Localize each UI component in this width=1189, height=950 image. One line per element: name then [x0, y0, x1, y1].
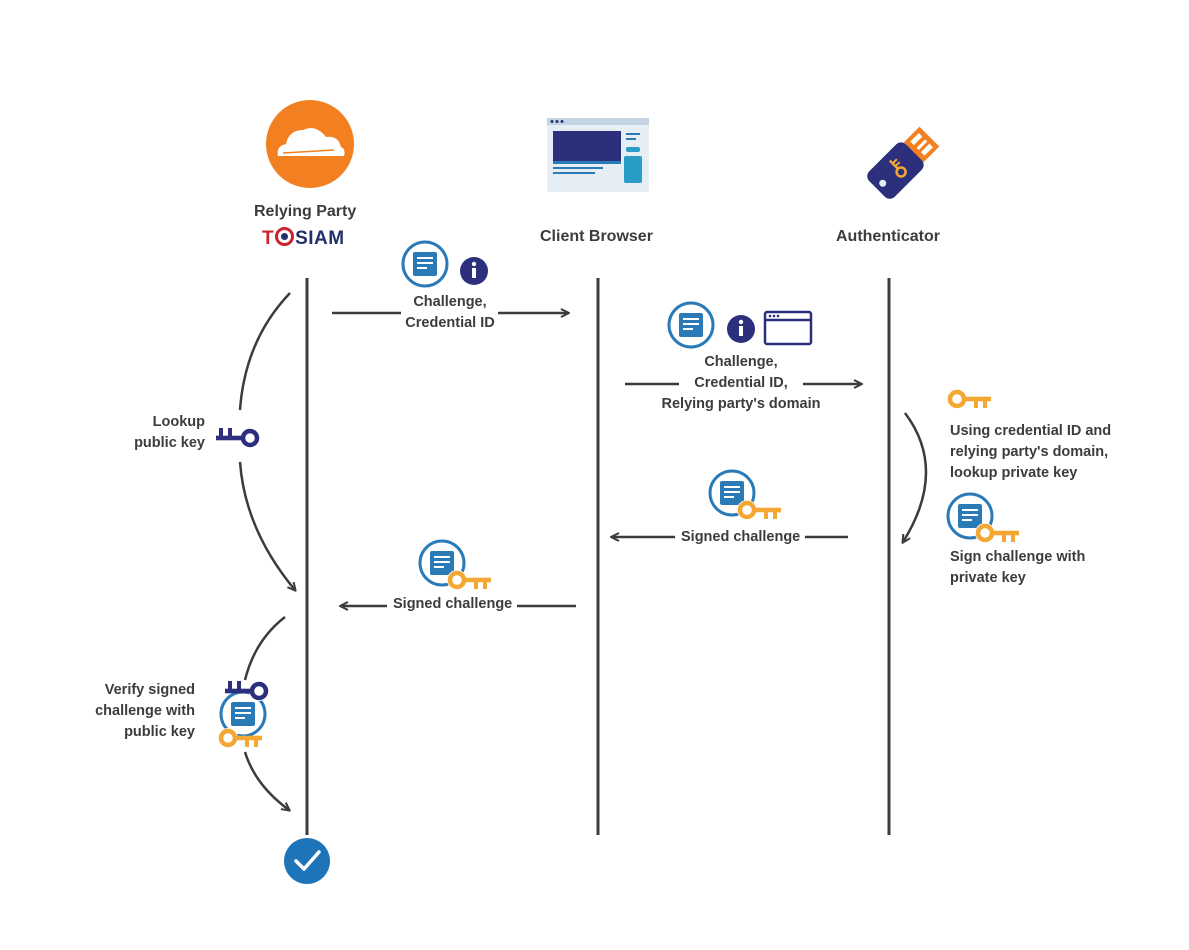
- participant-relying-party: Relying Party: [254, 203, 357, 220]
- step-challenge-line1: Challenge,: [413, 294, 487, 310]
- participant-authenticator: Authenticator: [836, 228, 940, 245]
- checkmark-icon: [284, 838, 330, 884]
- step-domain-line3: Relying party's domain: [661, 396, 821, 412]
- rp-verify-label: Verify signed challenge with public key: [80, 680, 195, 743]
- key-icon-signed-browser: [447, 570, 491, 590]
- step-challenge-line2: Credential ID: [405, 315, 495, 331]
- private-key-icon-verify: [218, 728, 262, 748]
- signed-challenge-browser-label: Signed challenge: [393, 596, 513, 612]
- info-icon-step1: [460, 257, 488, 285]
- step-domain-line2: Credential ID,: [694, 375, 788, 391]
- key-icon-sign: [975, 523, 1019, 543]
- doc-icon-step1: [401, 240, 449, 288]
- auth-sign-label: Sign challenge with private key: [950, 547, 1085, 589]
- rp-verify-line3: public key: [124, 724, 195, 740]
- arrow-rp-verify-bottom: [243, 751, 291, 812]
- doc-icon-step2: [667, 301, 715, 349]
- cloud-logo: [266, 100, 354, 188]
- private-key-icon: [950, 392, 991, 408]
- arrow-authenticator-self: [901, 412, 928, 544]
- auth-sign-line2: private key: [950, 570, 1026, 586]
- step-challenge-label: Challenge, Credential ID: [400, 292, 500, 334]
- security-key-icon: [867, 126, 940, 199]
- auth-lookup-line1: Using credential ID and: [950, 423, 1112, 439]
- rp-lookup-line2: public key: [134, 435, 205, 451]
- auth-lookup-line2: relying party's domain,: [950, 444, 1109, 460]
- signed-challenge-auth-label: Signed challenge: [681, 529, 801, 545]
- auth-sign-line1: Sign challenge with: [950, 549, 1086, 565]
- arrow-rp-lookup-bottom: [238, 461, 297, 592]
- rp-lookup-line1: Lookup: [152, 414, 205, 430]
- participant-client-browser: Client Browser: [540, 228, 653, 245]
- public-key-icon-lookup: [216, 428, 257, 445]
- rp-lookup-label: Lookup public key: [110, 412, 205, 454]
- arrow-rp-lookup-top: [238, 292, 291, 411]
- step-domain-line1: Challenge,: [704, 354, 778, 370]
- public-key-icon-verify: [225, 681, 269, 701]
- key-icon-signed-auth: [737, 500, 781, 520]
- step-domain-label: Challenge, Credential ID, Relying party'…: [650, 352, 832, 415]
- domain-window-icon: [763, 310, 813, 346]
- arrow-rp-verify-top: [243, 616, 286, 681]
- browser-window-icon: [547, 118, 649, 192]
- auth-lookup-line3: lookup private key: [950, 465, 1078, 481]
- rp-verify-line2: challenge with: [95, 703, 195, 719]
- info-icon-step2: [727, 315, 755, 343]
- auth-lookup-label: Using credential ID and relying party's …: [950, 421, 1111, 484]
- rp-verify-line1: Verify signed: [104, 682, 195, 698]
